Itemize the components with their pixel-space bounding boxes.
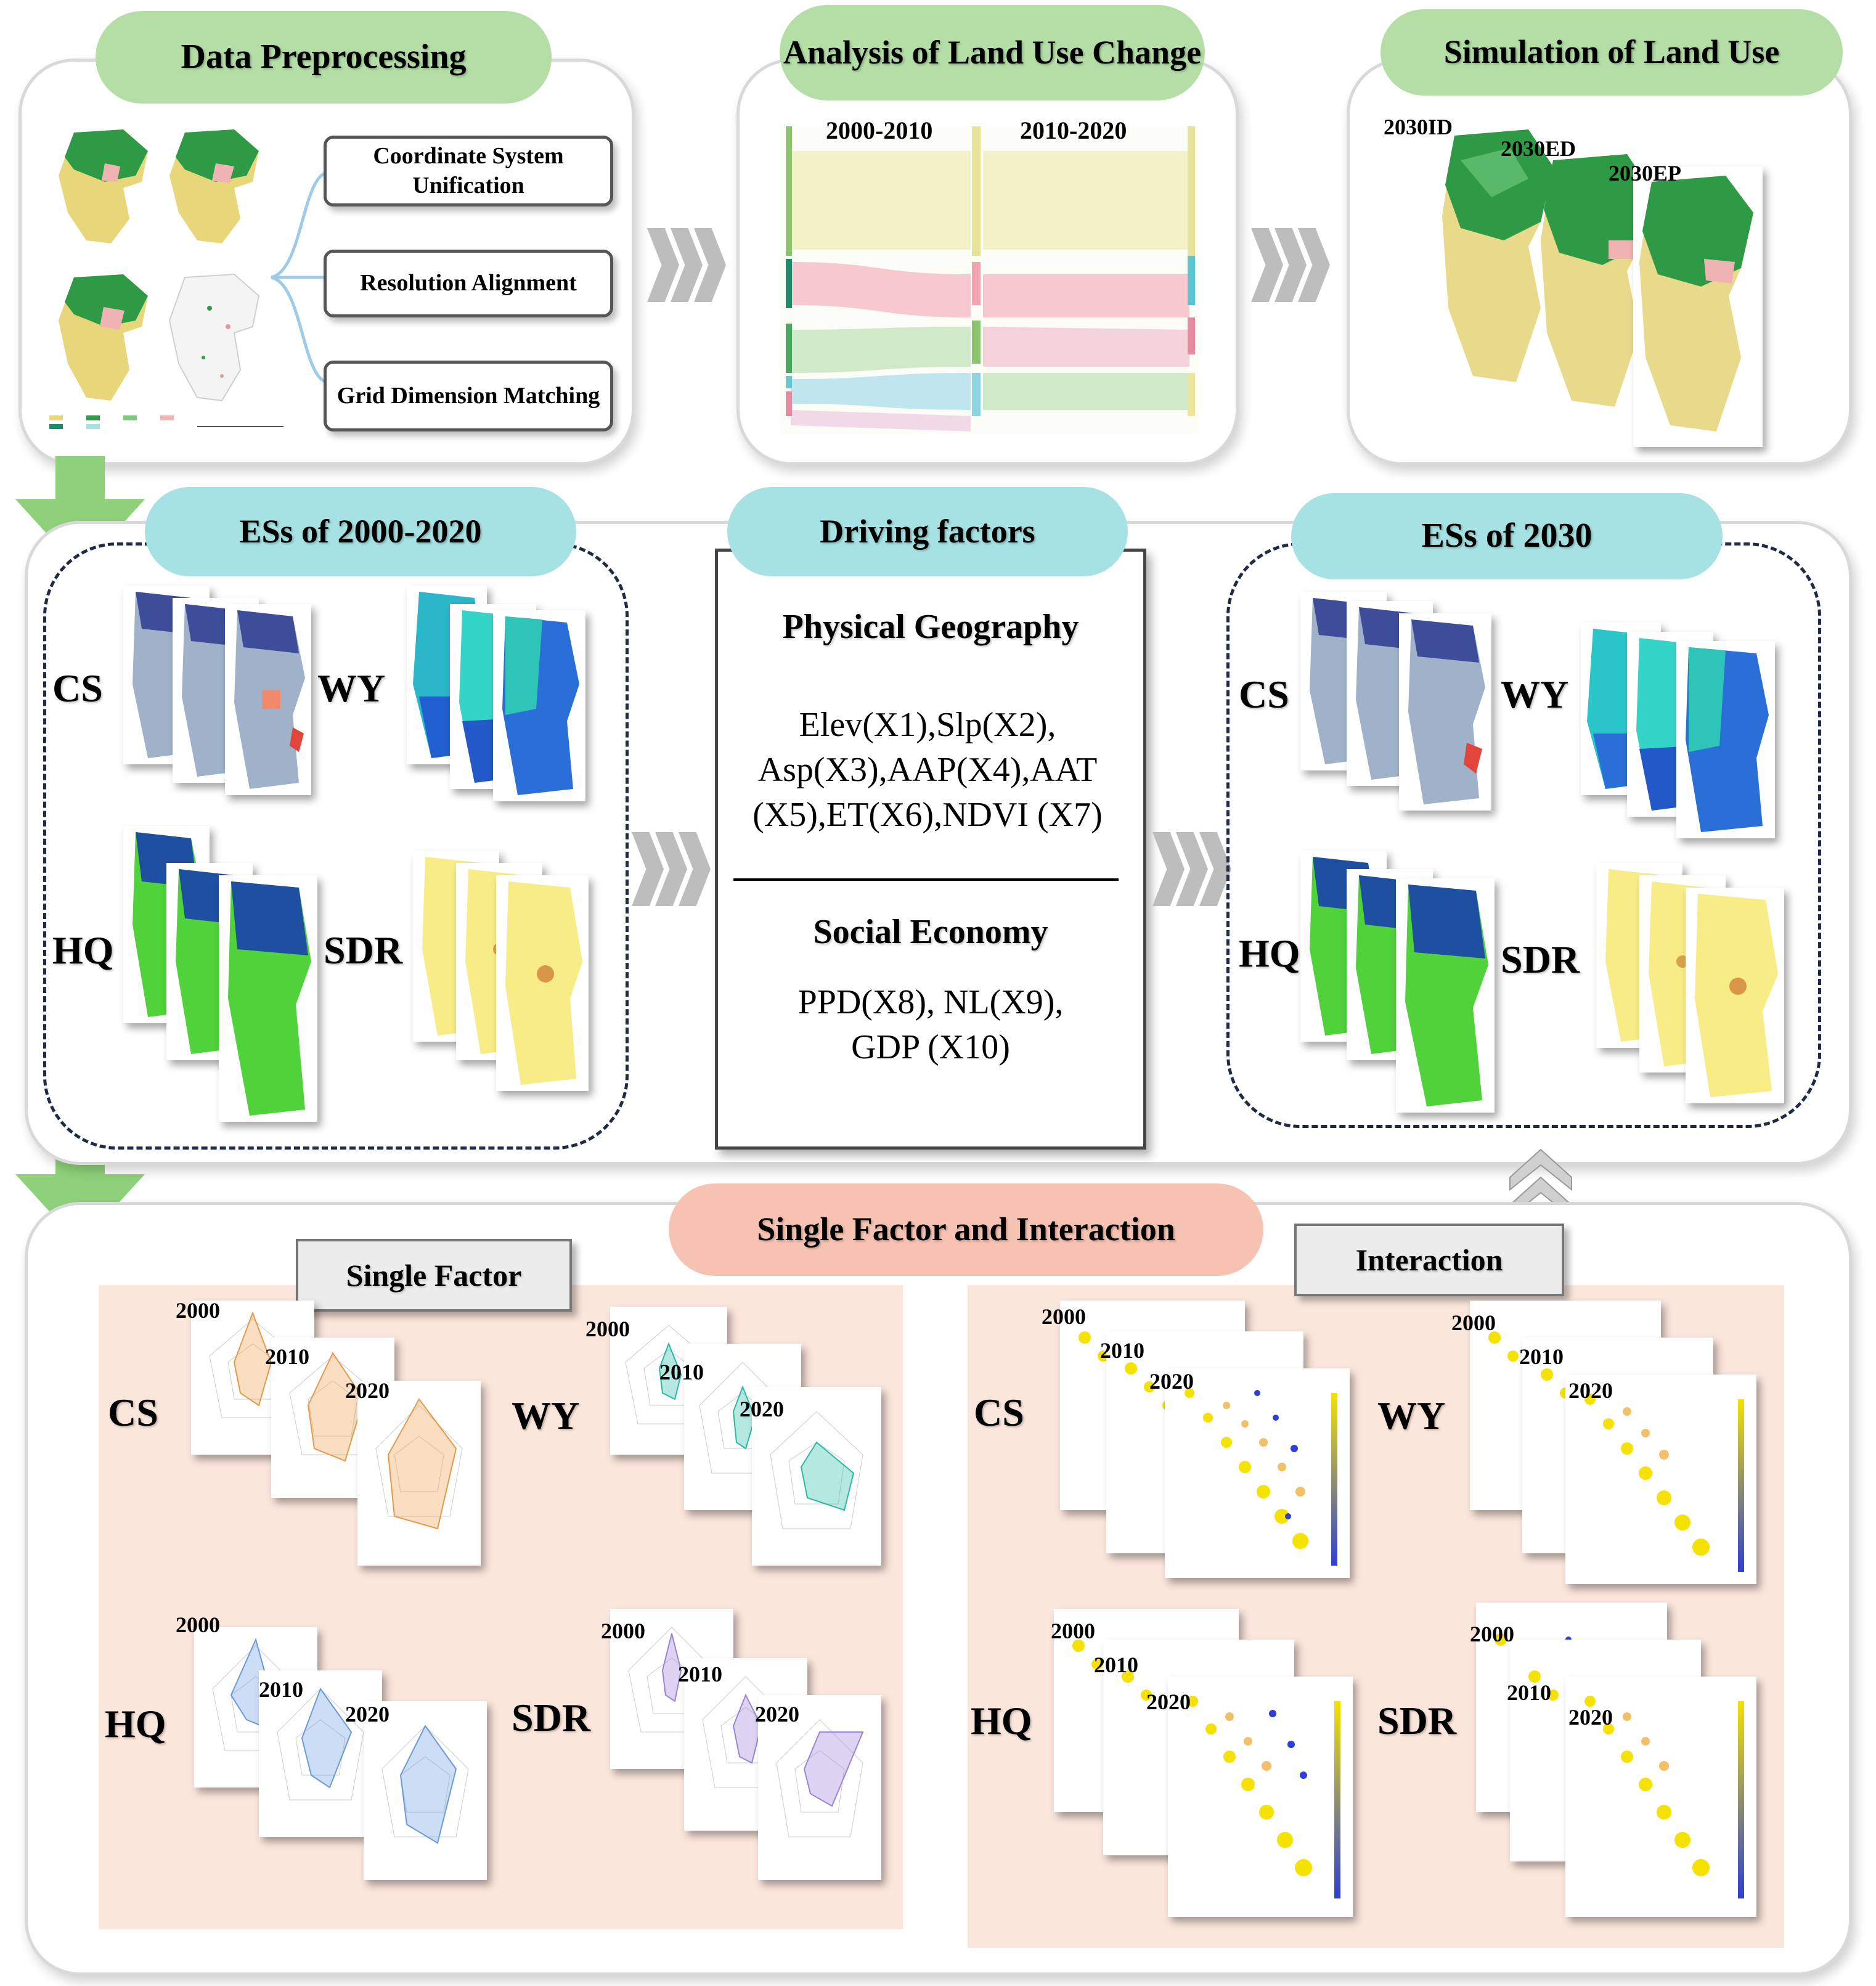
scenario-map-ed: [1535, 148, 1658, 419]
es-label-cs: CS: [52, 666, 103, 710]
int-sdr-year-2020: 2020: [1568, 1705, 1613, 1730]
es-label-wy: WY: [317, 666, 386, 710]
sdr-2030-map-ep: [1686, 888, 1784, 1103]
scenario-label-ed: 2030ED: [1501, 136, 1576, 161]
hq-2030-map-ep: [1396, 878, 1495, 1113]
wy-map-2020: [493, 610, 585, 801]
interaction-title: Interaction: [1294, 1224, 1564, 1296]
int-label-sdr: SDR: [1377, 1699, 1457, 1743]
int-cs-year-2020: 2020: [1149, 1369, 1194, 1394]
landuse-legend: [49, 413, 296, 431]
int-sdr-year-2000: 2000: [1470, 1622, 1514, 1646]
int-sdr-year-2010: 2010: [1507, 1680, 1551, 1705]
sf-label-hq: HQ: [105, 1702, 166, 1746]
sf-hq-year-2010: 2010: [259, 1677, 303, 1702]
radar-hq-2020: [364, 1701, 487, 1880]
matrix-sdr-2020: [1565, 1677, 1756, 1917]
es-label-hq: HQ: [52, 928, 114, 972]
sf-cs-year-2020: 2020: [345, 1378, 389, 1403]
landuse-map-2010: [160, 126, 268, 250]
social-economy-title: Social Economy: [813, 913, 1048, 951]
es2030-label-sdr: SDR: [1501, 938, 1580, 981]
chevron-arrow-icon: [1251, 228, 1330, 305]
int-label-hq: HQ: [971, 1699, 1032, 1743]
int-hq-year-2010: 2010: [1094, 1653, 1138, 1677]
chevron-arrow-icon: [632, 832, 711, 909]
sankey-diagram: [780, 114, 1199, 435]
es-future-title: ESs of 2030: [1291, 493, 1723, 579]
sf-cs-year-2010: 2010: [265, 1344, 309, 1369]
es2030-label-wy: WY: [1501, 672, 1569, 716]
single-factor-title: Single Factor: [296, 1239, 572, 1312]
down-arrow-icon: [15, 1125, 145, 1245]
sankey-period-2: 2010-2020: [1020, 116, 1127, 144]
sdr-map-2020: [496, 875, 589, 1091]
int-wy-year-2010: 2010: [1519, 1344, 1564, 1369]
branch-arrows: [271, 166, 333, 390]
cs-2030-map-ep: [1399, 613, 1491, 811]
divider: [733, 878, 1119, 881]
physical-geography-factors: Elev(X1),Slp(X2), Asp(X3),AAP(X4),AAT (X…: [752, 706, 1103, 834]
es-past-title: ESs of 2000-2020: [145, 487, 576, 576]
int-wy-year-2000: 2000: [1451, 1310, 1496, 1335]
sf-hq-year-2000: 2000: [176, 1612, 220, 1637]
int-hq-year-2000: 2000: [1051, 1619, 1095, 1643]
cs-map-2020: [225, 604, 311, 795]
simulation-title: Simulation of Land Use: [1380, 9, 1843, 96]
chevron-arrow-icon: [1152, 832, 1231, 909]
es2030-label-cs: CS: [1239, 672, 1289, 716]
preprocessing-title: Data Preprocessing: [96, 11, 552, 104]
step-coordinate: Coordinate System Unification: [324, 136, 613, 206]
hq-map-2020: [219, 875, 317, 1122]
scenario-map-ep: [1633, 166, 1763, 447]
scenario-label-ep: 2030EP: [1609, 161, 1682, 186]
sf-label-wy: WY: [512, 1394, 580, 1437]
scenario-map-id: [1436, 123, 1559, 394]
int-label-wy: WY: [1377, 1394, 1446, 1437]
sf-hq-year-2020: 2020: [345, 1702, 389, 1727]
driving-factors-title: Driving factors: [727, 487, 1128, 576]
sf-label-sdr: SDR: [512, 1696, 591, 1739]
es2030-label-hq: HQ: [1239, 931, 1300, 975]
scenario-label-id: 2030ID: [1384, 115, 1453, 139]
step-grid: Grid Dimension Matching: [324, 361, 613, 431]
chevron-arrow-icon: [647, 228, 726, 305]
sf-wy-year-2010: 2010: [659, 1360, 704, 1384]
down-arrow-icon: [15, 456, 145, 570]
landuse-map-2000: [49, 126, 157, 250]
radar-wy-2020: [752, 1387, 881, 1566]
bottom-title: Single Factor and Interaction: [669, 1183, 1263, 1276]
radar-sdr-2020: [758, 1695, 881, 1880]
matrix-cs-2020: [1165, 1368, 1350, 1578]
matrix-wy-2020: [1565, 1375, 1756, 1584]
sf-sdr-year-2010: 2010: [678, 1662, 722, 1686]
social-economy-factors: PPD(X8), NL(X9), GDP (X10): [797, 983, 1064, 1066]
radar-hq-2010: [259, 1670, 382, 1837]
sf-sdr-year-2020: 2020: [755, 1702, 799, 1727]
radar-cs-2020: [357, 1381, 481, 1566]
matrix-hq-2020: [1168, 1677, 1353, 1917]
int-hq-year-2020: 2020: [1146, 1690, 1191, 1714]
step-resolution: Resolution Alignment: [324, 250, 613, 317]
sf-wy-year-2020: 2020: [740, 1397, 784, 1421]
wy-2030-map-ep: [1676, 641, 1775, 838]
int-cs-year-2010: 2010: [1100, 1338, 1144, 1363]
driving-factors-box: [715, 549, 1146, 1150]
landuse-map-2020: [49, 271, 157, 407]
int-cs-year-2000: 2000: [1042, 1304, 1086, 1329]
sankey-period-1: 2000-2010: [826, 116, 933, 144]
sf-sdr-year-2000: 2000: [601, 1619, 645, 1643]
sf-wy-year-2000: 2000: [585, 1317, 630, 1341]
landuse-change-map: [160, 271, 268, 407]
sf-cs-year-2000: 2000: [176, 1298, 220, 1323]
sf-label-cs: CS: [108, 1391, 158, 1434]
int-wy-year-2020: 2020: [1568, 1378, 1613, 1403]
physical-geography-title: Physical Geography: [782, 608, 1079, 646]
analysis-title: Analysis of Land Use Change: [780, 5, 1205, 100]
es-label-sdr: SDR: [324, 928, 403, 972]
int-label-cs: CS: [974, 1391, 1024, 1434]
